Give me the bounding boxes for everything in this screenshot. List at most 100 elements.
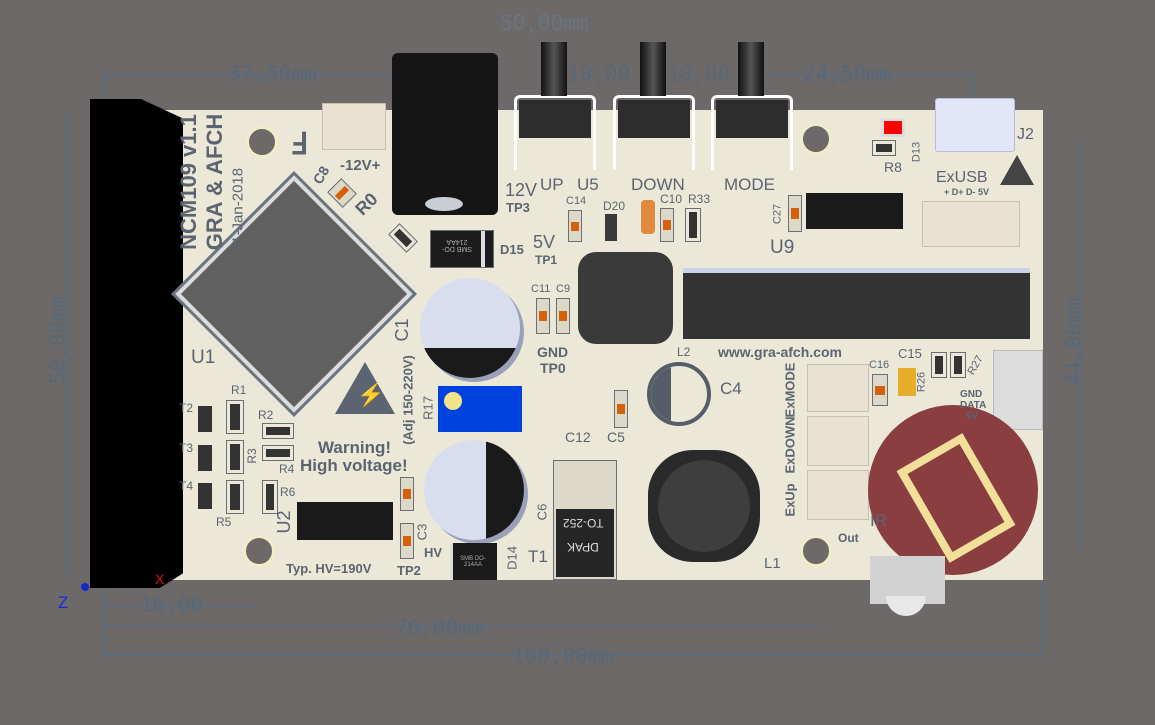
- resistor-r5: [226, 480, 244, 514]
- dim-label-16: 16,00: [140, 593, 204, 617]
- dip-ic: [683, 268, 1030, 339]
- battery-holder: [868, 405, 1038, 575]
- ref-c15: C15: [898, 346, 922, 361]
- ref-u1: U1: [191, 347, 216, 368]
- u2-chip: [297, 502, 393, 540]
- board-title: NCM109 v1.1: [176, 114, 201, 250]
- tp3-voltage: 12V: [505, 180, 538, 200]
- high-voltage-warning-icon: [335, 362, 395, 414]
- ref-c16: C16: [869, 359, 890, 371]
- axis-x-label: X: [155, 571, 165, 587]
- dim-label-top-hidden: 50,00mm: [500, 11, 589, 35]
- dim-line-right: [1078, 140, 1080, 550]
- transistor-t4: [198, 483, 212, 509]
- transistor-t2: [198, 406, 212, 432]
- ref-c6: C6: [534, 503, 550, 521]
- website-label: www.gra-afch.com: [718, 344, 842, 360]
- ref-u9: U9: [770, 237, 795, 258]
- capacitor-c4: [647, 362, 711, 426]
- d14-package-label: SMB DO-214AA: [460, 556, 486, 568]
- dc-jack: [392, 53, 498, 215]
- axis-origin: [81, 583, 89, 591]
- ref-l2: L2: [677, 345, 691, 359]
- exup-connector: [807, 470, 869, 520]
- resistor-r4: [262, 445, 294, 461]
- micro-usb-port[interactable]: [935, 98, 1015, 152]
- ir-label: IR: [870, 511, 887, 530]
- ref-d14: D14: [504, 546, 520, 570]
- dim-line-top-right: [760, 74, 972, 76]
- axis-z-label: Z: [58, 593, 69, 612]
- ref-d15: D15: [500, 242, 524, 257]
- dim-line-top-left: [103, 74, 393, 76]
- dc-jack-pin: [425, 197, 463, 211]
- tp2-label: TP2: [397, 563, 421, 578]
- dim-label-top-btn1: 10,00: [567, 62, 631, 86]
- to252-label: TO-252: [563, 516, 604, 530]
- ref-c4: C4: [720, 379, 742, 398]
- button-down[interactable]: [613, 42, 695, 170]
- edge-connector: [90, 99, 183, 588]
- ref-r5: R5: [216, 515, 232, 529]
- capacitor-c9: [556, 298, 570, 334]
- ref-c3: C3: [414, 523, 430, 541]
- tp0-label: TP0: [540, 360, 566, 376]
- diode-d15: [430, 230, 494, 268]
- pin1-triangle-icon: [1000, 155, 1034, 185]
- dpak-transistor: [553, 460, 617, 580]
- exusb-pins: + D+ D- 5V: [944, 187, 990, 197]
- capacitor-c11: [536, 298, 550, 334]
- ref-u2: U2: [274, 510, 294, 534]
- button-down-label: DOWN: [631, 175, 685, 194]
- resistor-r1: [226, 400, 244, 434]
- c-logo: Ⅎ: [290, 128, 308, 161]
- ref-r4: R4: [279, 462, 295, 476]
- ref-r33: R33: [688, 192, 711, 206]
- ref-r8: R8: [884, 159, 902, 175]
- dim-label-right: 44,00mm: [1061, 297, 1086, 387]
- dim-label-100: 100,00mm: [512, 644, 614, 668]
- dim-line-100: [103, 654, 1043, 656]
- diode-d20: [605, 214, 617, 241]
- hv-label: HV: [424, 545, 443, 560]
- dim-label-76: 76,00mm: [395, 616, 484, 640]
- dpak-label: DPAK: [567, 540, 599, 554]
- potentiometer-r17[interactable]: [438, 386, 522, 432]
- ref-c11: C11: [531, 283, 551, 295]
- capacitor-c10: [660, 208, 674, 242]
- ir-receiver-lens: [886, 596, 926, 616]
- hv-adjust-label: (Adj 150-220V): [400, 355, 416, 445]
- ref-u5: U5: [577, 175, 599, 194]
- capacitor-c16: [872, 374, 888, 406]
- ref-t1: T1: [528, 547, 548, 566]
- button-mode[interactable]: [711, 42, 793, 170]
- tp1-label: TP1: [535, 253, 558, 267]
- board-date: 01-Jan-2018: [229, 167, 247, 253]
- ref-t3: T3: [179, 441, 194, 455]
- exup-label: ExUp: [782, 483, 798, 517]
- ref-r17: R17: [420, 396, 436, 420]
- resistor-r27: [950, 352, 966, 378]
- dim-line-16: [103, 604, 253, 606]
- resistor-r8: [872, 140, 896, 156]
- hv-typical-label: Typ. HV=190V: [286, 561, 372, 576]
- dim-label-top-left: 37,50mm: [228, 62, 317, 86]
- ref-d13: D13: [910, 141, 923, 163]
- 5v-label: 5V: [966, 411, 979, 422]
- resistor-r6: [262, 480, 278, 514]
- tp1-voltage: 5V: [533, 232, 556, 252]
- dim-line-left: [68, 112, 70, 582]
- button-up[interactable]: [514, 42, 596, 170]
- data-label: DATA: [960, 400, 987, 411]
- dim-label-top-right: 24,50mm: [803, 62, 892, 86]
- capacitor-c2: [424, 440, 524, 540]
- mounting-hole: [800, 535, 832, 567]
- ref-r6: R6: [280, 485, 296, 499]
- tp0-voltage: GND: [537, 344, 569, 360]
- ref-c12: C12: [565, 429, 591, 445]
- capacitor-c5: [614, 390, 628, 428]
- ref-c14: C14: [566, 195, 587, 207]
- diode-orange: [641, 200, 655, 234]
- led-d13: [881, 118, 905, 137]
- ref-r26: R26: [915, 371, 928, 393]
